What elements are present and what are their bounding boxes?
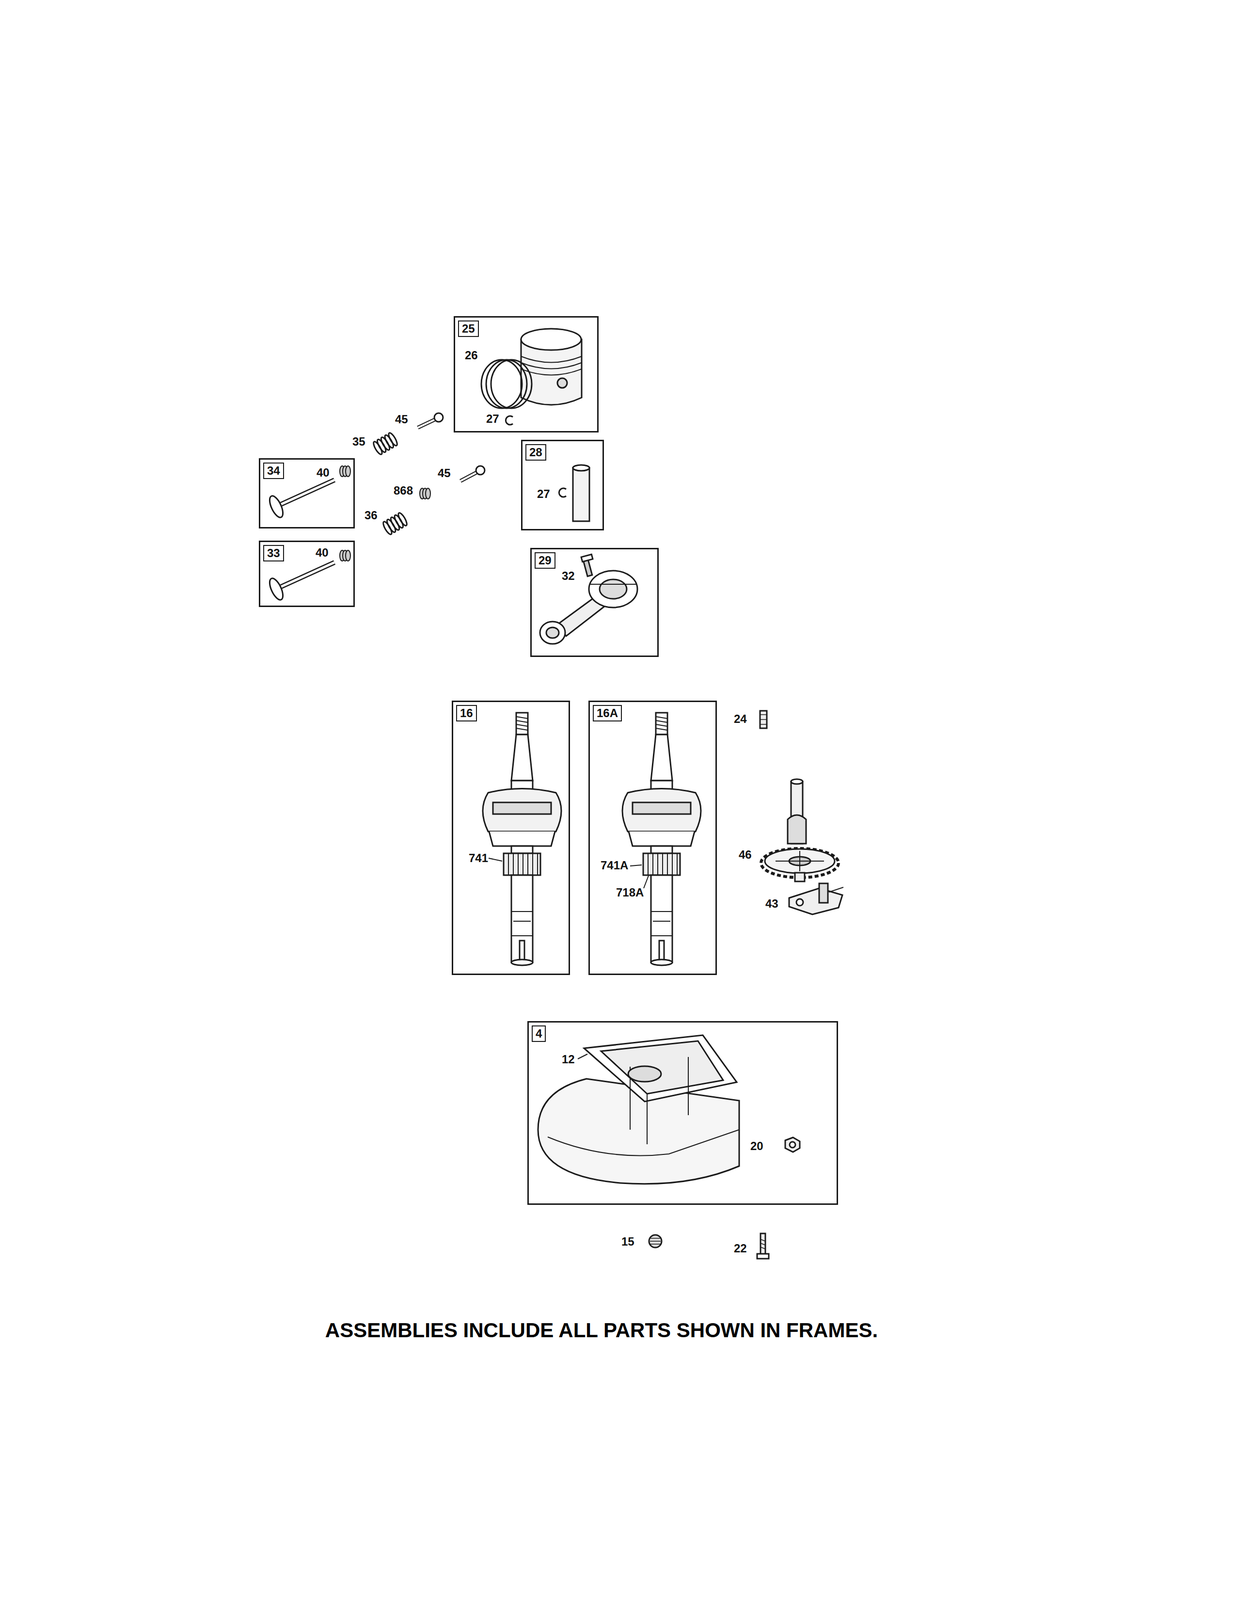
assembly-frame: 34 40 [258, 458, 355, 529]
callout-number: 27 [486, 412, 500, 426]
callout-number: 43 [765, 896, 779, 911]
callout-number: 32 [561, 569, 575, 583]
assembly-number: 34 [263, 462, 285, 479]
sheet-note: ASSEMBLIES INCLUDE ALL PARTS SHOWN IN FR… [325, 1318, 878, 1342]
callout-number: 20 [750, 1139, 764, 1153]
assembly-frame: 28 27 [521, 439, 604, 531]
piston-drawing [481, 328, 582, 425]
valve-drawing [267, 465, 351, 602]
assembly-number: 33 [263, 544, 285, 562]
callout-number: 27 [537, 487, 551, 501]
dowel-pin-drawing [760, 710, 767, 729]
callout-number: 46 [738, 847, 752, 862]
callout-number: 24 [733, 712, 747, 726]
bolt-drawing [757, 1233, 769, 1259]
plug-drawing [649, 1234, 662, 1248]
assembly-frame: 16 741 [451, 700, 571, 975]
callout-number: 22 [733, 1241, 747, 1255]
cam-gear-drawing [760, 778, 839, 882]
callout-number: 40 [316, 465, 330, 480]
governor-drawing [789, 883, 844, 915]
assembly-frame: 4 12 20 [527, 1020, 839, 1205]
assembly-number: 25 [458, 320, 479, 337]
callout-number: 741A [600, 858, 629, 872]
callout-number: 741 [468, 851, 489, 865]
wrist-pin-drawing [558, 464, 590, 522]
callout-number: 15 [621, 1234, 635, 1249]
callout-number: 12 [561, 1052, 575, 1066]
callout-number: 45 [395, 412, 409, 427]
callout-number: 868 [393, 483, 413, 498]
sump-drawing [538, 1034, 800, 1184]
assembly-number: 4 [531, 1025, 546, 1042]
assembly-number: 16A [592, 704, 622, 722]
crankshaft-drawing [482, 712, 701, 966]
callout-number: 35 [352, 434, 366, 449]
assembly-frame: 25 26 27 [453, 316, 599, 433]
callout-number: 45 [437, 466, 451, 480]
assembly-frame: 16A 741A 718A [588, 700, 717, 975]
valve-spring-drawing [372, 431, 431, 536]
callout-number: 36 [364, 508, 378, 523]
assembly-number: 16 [456, 704, 477, 722]
assembly-frame: 29 32 [530, 547, 659, 657]
callout-number: 718A [616, 885, 644, 900]
callout-number: 26 [464, 348, 478, 363]
tappet-drawing [417, 412, 485, 481]
assembly-number: 28 [525, 443, 547, 461]
assembly-number: 29 [534, 552, 556, 569]
assembly-frame: 33 40 [258, 540, 355, 607]
callout-number: 40 [315, 545, 329, 560]
